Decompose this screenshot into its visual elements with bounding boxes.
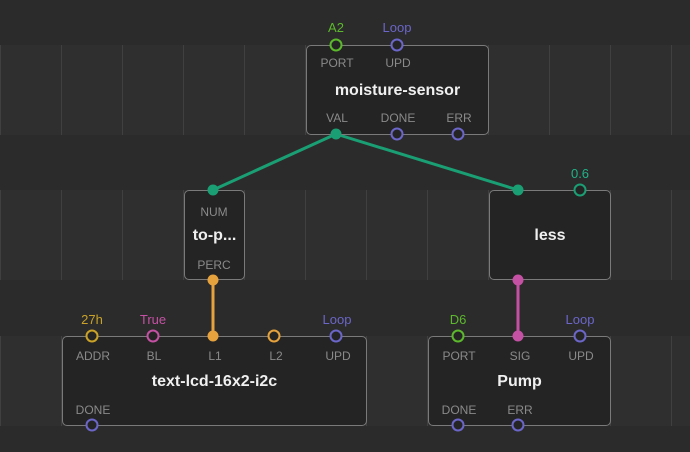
pin-label-addr: ADDR	[75, 349, 111, 363]
pin-value-upd[interactable]: Loop	[322, 312, 352, 327]
grid-line	[122, 45, 123, 135]
node-title: less	[534, 227, 566, 244]
pin-label-done: DONE	[75, 403, 111, 417]
pin-label-port: PORT	[442, 349, 476, 363]
pin-sig[interactable]	[512, 330, 524, 342]
pin-less-out[interactable]	[512, 274, 524, 286]
pin-label-upd: UPD	[568, 349, 594, 363]
pin-port[interactable]	[451, 329, 465, 343]
pin-label-err: ERR	[446, 111, 472, 125]
grid-line	[427, 336, 428, 426]
pin-value-upd[interactable]: Loop	[565, 312, 595, 327]
pin-value-port[interactable]: D6	[449, 312, 467, 327]
pin-label-perc: PERC	[197, 258, 231, 272]
node-less[interactable]: less	[489, 190, 611, 280]
grid-line	[427, 190, 428, 280]
grid-line	[122, 190, 123, 280]
pin-done[interactable]	[451, 418, 465, 432]
pin-less-y[interactable]	[573, 183, 587, 197]
node-title: text-lcd-16x2-i2c	[151, 373, 278, 390]
pin-num[interactable]	[207, 184, 219, 196]
pin-upd[interactable]	[573, 329, 587, 343]
pin-label-err: ERR	[507, 403, 533, 417]
pin-label-val: VAL	[326, 111, 348, 125]
node-to-percent[interactable]: NUM to-p... PERC	[184, 190, 245, 280]
node-title: moisture-sensor	[334, 82, 461, 99]
grid-line	[183, 190, 184, 280]
pin-value-upd[interactable]: Loop	[382, 20, 412, 35]
pin-bl[interactable]	[146, 329, 160, 343]
pin-l1[interactable]	[207, 330, 219, 342]
pin-l2[interactable]	[267, 329, 281, 343]
grid-line	[0, 190, 1, 280]
pin-val[interactable]	[330, 128, 342, 140]
grid-line	[244, 45, 245, 135]
pin-perc[interactable]	[207, 274, 219, 286]
grid-line	[0, 336, 1, 426]
pin-label-done: DONE	[380, 111, 416, 125]
pin-value-threshold[interactable]: 0.6	[570, 166, 590, 181]
pin-value-port[interactable]: A2	[328, 20, 344, 35]
pin-done[interactable]	[390, 127, 404, 141]
pin-port[interactable]	[329, 38, 343, 52]
grid-line	[488, 190, 489, 280]
pin-label-done: DONE	[441, 403, 477, 417]
pin-label-port: PORT	[320, 56, 354, 70]
link-val-to-num[interactable]	[212, 132, 337, 192]
node-title: Pump	[497, 373, 542, 390]
node-title: to-p...	[192, 227, 237, 244]
pin-addr[interactable]	[85, 329, 99, 343]
grid-line	[61, 336, 62, 426]
grid-line	[183, 45, 184, 135]
grid-line	[61, 45, 62, 135]
grid-line	[549, 45, 550, 135]
pin-err[interactable]	[451, 127, 465, 141]
pin-upd[interactable]	[329, 329, 343, 343]
grid-line	[366, 190, 367, 280]
pin-label-num: NUM	[200, 205, 228, 219]
node-text-lcd-16x2-i2c[interactable]: ADDR BL L1 L2 UPD text-lcd-16x2-i2c DONE	[62, 336, 367, 426]
pin-value-addr[interactable]: 27h	[81, 312, 103, 327]
grid-line	[61, 190, 62, 280]
grid-line	[671, 336, 672, 426]
pin-label-sig: SIG	[509, 349, 531, 363]
grid-line	[0, 45, 1, 135]
grid-line	[671, 190, 672, 280]
pin-label-bl: BL	[146, 349, 162, 363]
pin-label-l2: L2	[269, 349, 283, 363]
node-moisture-sensor[interactable]: moisture-sensor PORT UPD VAL DONE ERR	[306, 45, 489, 135]
grid-line	[305, 45, 306, 135]
pin-label-l1: L1	[208, 349, 222, 363]
pin-upd[interactable]	[390, 38, 404, 52]
grid-line	[671, 45, 672, 135]
pin-less-x[interactable]	[512, 184, 524, 196]
pin-label-upd: UPD	[325, 349, 351, 363]
pin-value-bl[interactable]: True	[139, 312, 167, 327]
pin-err[interactable]	[511, 418, 525, 432]
link-val-to-less[interactable]	[335, 132, 519, 192]
pin-done[interactable]	[85, 418, 99, 432]
node-pump[interactable]: PORT SIG UPD Pump DONE ERR	[428, 336, 611, 426]
grid-line	[305, 190, 306, 280]
grid-line	[610, 45, 611, 135]
pin-label-upd: UPD	[385, 56, 411, 70]
